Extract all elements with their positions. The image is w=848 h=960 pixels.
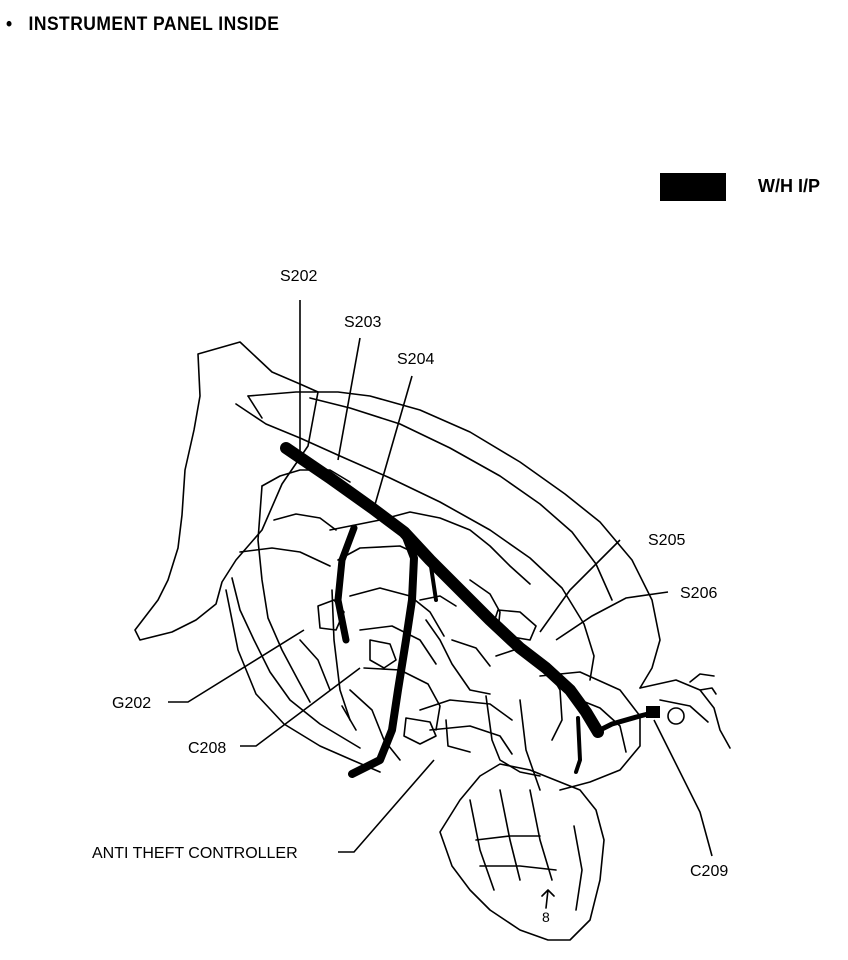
leader-c209 [653, 719, 713, 857]
leader-s204 [373, 375, 413, 509]
leader-s206 [555, 591, 669, 641]
label-s205: S205 [648, 532, 685, 549]
page-title: • INSTRUMENT PANEL INSIDE [6, 14, 279, 36]
leader-s203 [337, 337, 361, 461]
leader-c208 [240, 667, 361, 747]
label-s203: S203 [344, 314, 381, 331]
label-s204: S204 [397, 351, 434, 368]
legend-swatch-wire-harness [660, 173, 726, 201]
leader-lines [168, 300, 713, 857]
title-bullet: • [6, 14, 13, 35]
legend-label: W/H I/P [758, 176, 820, 196]
leader-s205 [539, 539, 621, 633]
panel-outline [134, 341, 731, 941]
label-c208: C208 [188, 740, 226, 757]
label-s202: S202 [280, 268, 317, 285]
leader-g202 [168, 629, 305, 703]
label-floor-marker: 8 [542, 909, 550, 925]
label-s206: S206 [680, 585, 717, 602]
label-c209: C209 [690, 863, 728, 880]
label-anti-theft-controller: ANTI THEFT CONTROLLER [92, 845, 298, 862]
label-g202: G202 [112, 695, 151, 712]
wire-harness-ip [280, 442, 659, 778]
leader-anti-theft [338, 759, 435, 853]
title-text: INSTRUMENT PANEL INSIDE [28, 14, 280, 35]
connector-c209-shape [646, 706, 685, 725]
